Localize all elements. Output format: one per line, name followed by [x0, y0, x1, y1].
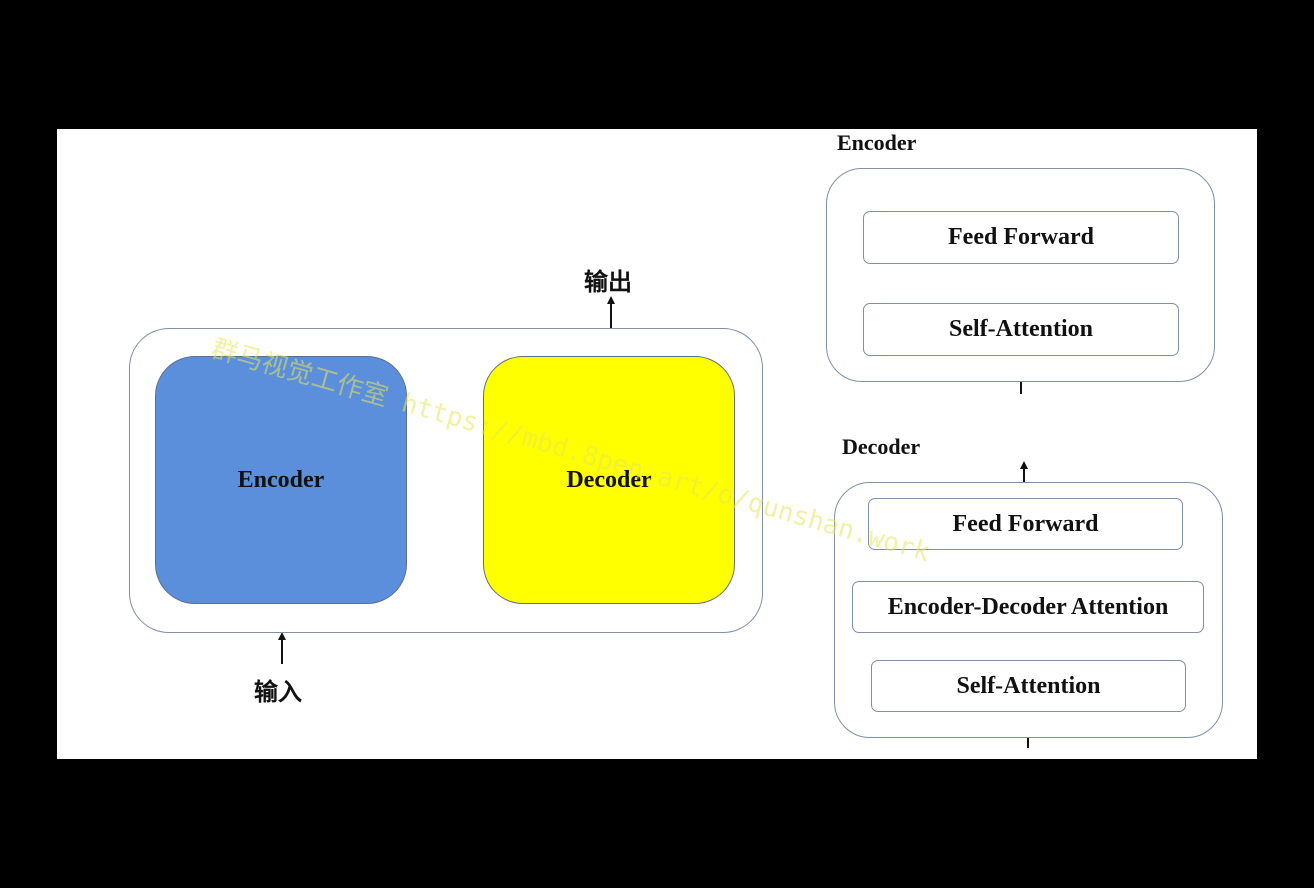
encoder-block-label: Encoder: [237, 466, 325, 493]
decoder-feed-forward-label: Feed Forward: [952, 510, 1099, 537]
decoder-block: Decoder: [483, 356, 735, 604]
decoder-enc-dec-attention-layer: Encoder-Decoder Attention: [852, 581, 1204, 633]
decoder-self-attention-label: Self-Attention: [956, 672, 1101, 699]
input-label: 输入: [254, 678, 302, 706]
decoder-self-attention-layer: Self-Attention: [871, 660, 1186, 712]
decoder-enc-dec-attention-label: Encoder-Decoder Attention: [887, 593, 1169, 620]
encoder-feed-forward-label: Feed Forward: [948, 224, 1094, 250]
encoder-detail-title: Encoder: [837, 130, 917, 155]
decoder-detail-title: Decoder: [842, 434, 921, 459]
encoder-feed-forward-layer: Feed Forward: [863, 211, 1179, 264]
encoder-self-attention-layer: Self-Attention: [863, 303, 1179, 356]
encoder-block: Encoder: [155, 356, 407, 604]
decoder-block-label: Decoder: [566, 466, 652, 493]
encoder-self-attention-label: Self-Attention: [949, 316, 1093, 342]
decoder-feed-forward-layer: Feed Forward: [868, 498, 1183, 550]
output-label: 输出: [584, 268, 632, 296]
